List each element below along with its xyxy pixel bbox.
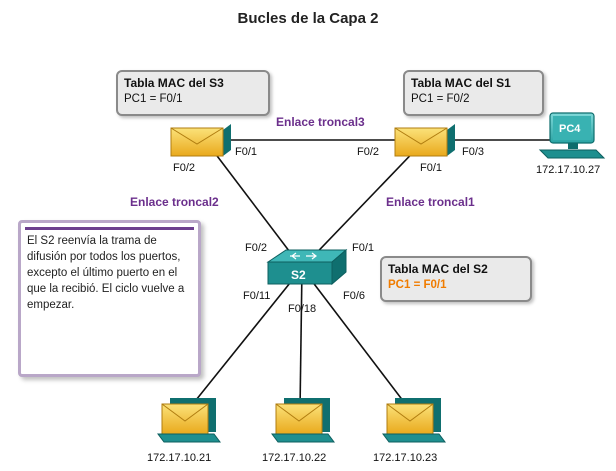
- mac-table-s3: Tabla MAC del S3 PC1 = F0/1: [116, 70, 270, 116]
- link-s3-s2: [204, 139, 303, 269]
- s2-device-label: S2: [291, 268, 306, 282]
- port-s1-f03: F0/3: [462, 146, 485, 158]
- port-s2-f01: F0/1: [352, 242, 375, 254]
- mac-table-s2: Tabla MAC del S2 PC1 = F0/1: [380, 256, 532, 302]
- s2-switch-icon: [266, 248, 348, 286]
- trunk1-label: Enlace troncal1: [386, 195, 475, 209]
- host3-ip: 172.17.10.23: [373, 452, 438, 464]
- host1-envelope-icon: [157, 398, 221, 443]
- host2-envelope-icon: [271, 398, 335, 443]
- mac-table-s1-title: Tabla MAC del S1: [411, 76, 511, 90]
- pc4-ip: 172.17.10.27: [536, 164, 601, 176]
- s1-envelope-icon: [394, 124, 455, 157]
- host2-ip: 172.17.10.22: [262, 452, 327, 464]
- link-s2-host1: [187, 267, 303, 411]
- mac-table-s3-title: Tabla MAC del S3: [124, 76, 224, 90]
- mac-table-s3-entry: PC1 = F0/1: [124, 93, 183, 105]
- port-s2-f011: F0/11: [243, 290, 271, 302]
- mac-table-s2-title: Tabla MAC del S2: [388, 262, 488, 276]
- mac-table-s1-entry: PC1 = F0/2: [411, 93, 470, 105]
- port-s3-f02: F0/2: [173, 162, 196, 174]
- port-s2-f018: F0/18: [288, 303, 317, 315]
- explanation-note: El S2 reenvía la trama de difusión por t…: [18, 220, 201, 377]
- explanation-text: El S2 reenvía la trama de difusión por t…: [27, 235, 185, 311]
- link-s2-host3: [301, 267, 411, 411]
- pc4-device-label: PC4: [559, 123, 581, 135]
- diagram-title: Bucles de la Capa 2: [237, 10, 379, 27]
- trunk3-label: Enlace troncal3: [276, 115, 365, 129]
- note-accent-bar: [25, 227, 194, 230]
- host3-envelope-icon: [382, 398, 446, 443]
- port-s2-f06: F0/6: [343, 290, 366, 302]
- port-s3-f01: F0/1: [235, 146, 258, 158]
- s3-envelope-icon: [170, 124, 231, 157]
- port-s1-f01: F0/1: [420, 162, 443, 174]
- port-s1-f02: F0/2: [357, 146, 380, 158]
- port-s2-f02: F0/2: [245, 242, 268, 254]
- trunk2-label: Enlace troncal2: [130, 195, 219, 209]
- mac-table-s1: Tabla MAC del S1 PC1 = F0/2: [403, 70, 544, 116]
- link-s1-s2: [301, 139, 426, 269]
- link-s2-host2: [299, 267, 303, 411]
- pc4-computer-icon: [538, 112, 606, 159]
- mac-table-s2-entry: PC1 = F0/1: [388, 279, 447, 291]
- host1-ip: 172.17.10.21: [147, 452, 212, 464]
